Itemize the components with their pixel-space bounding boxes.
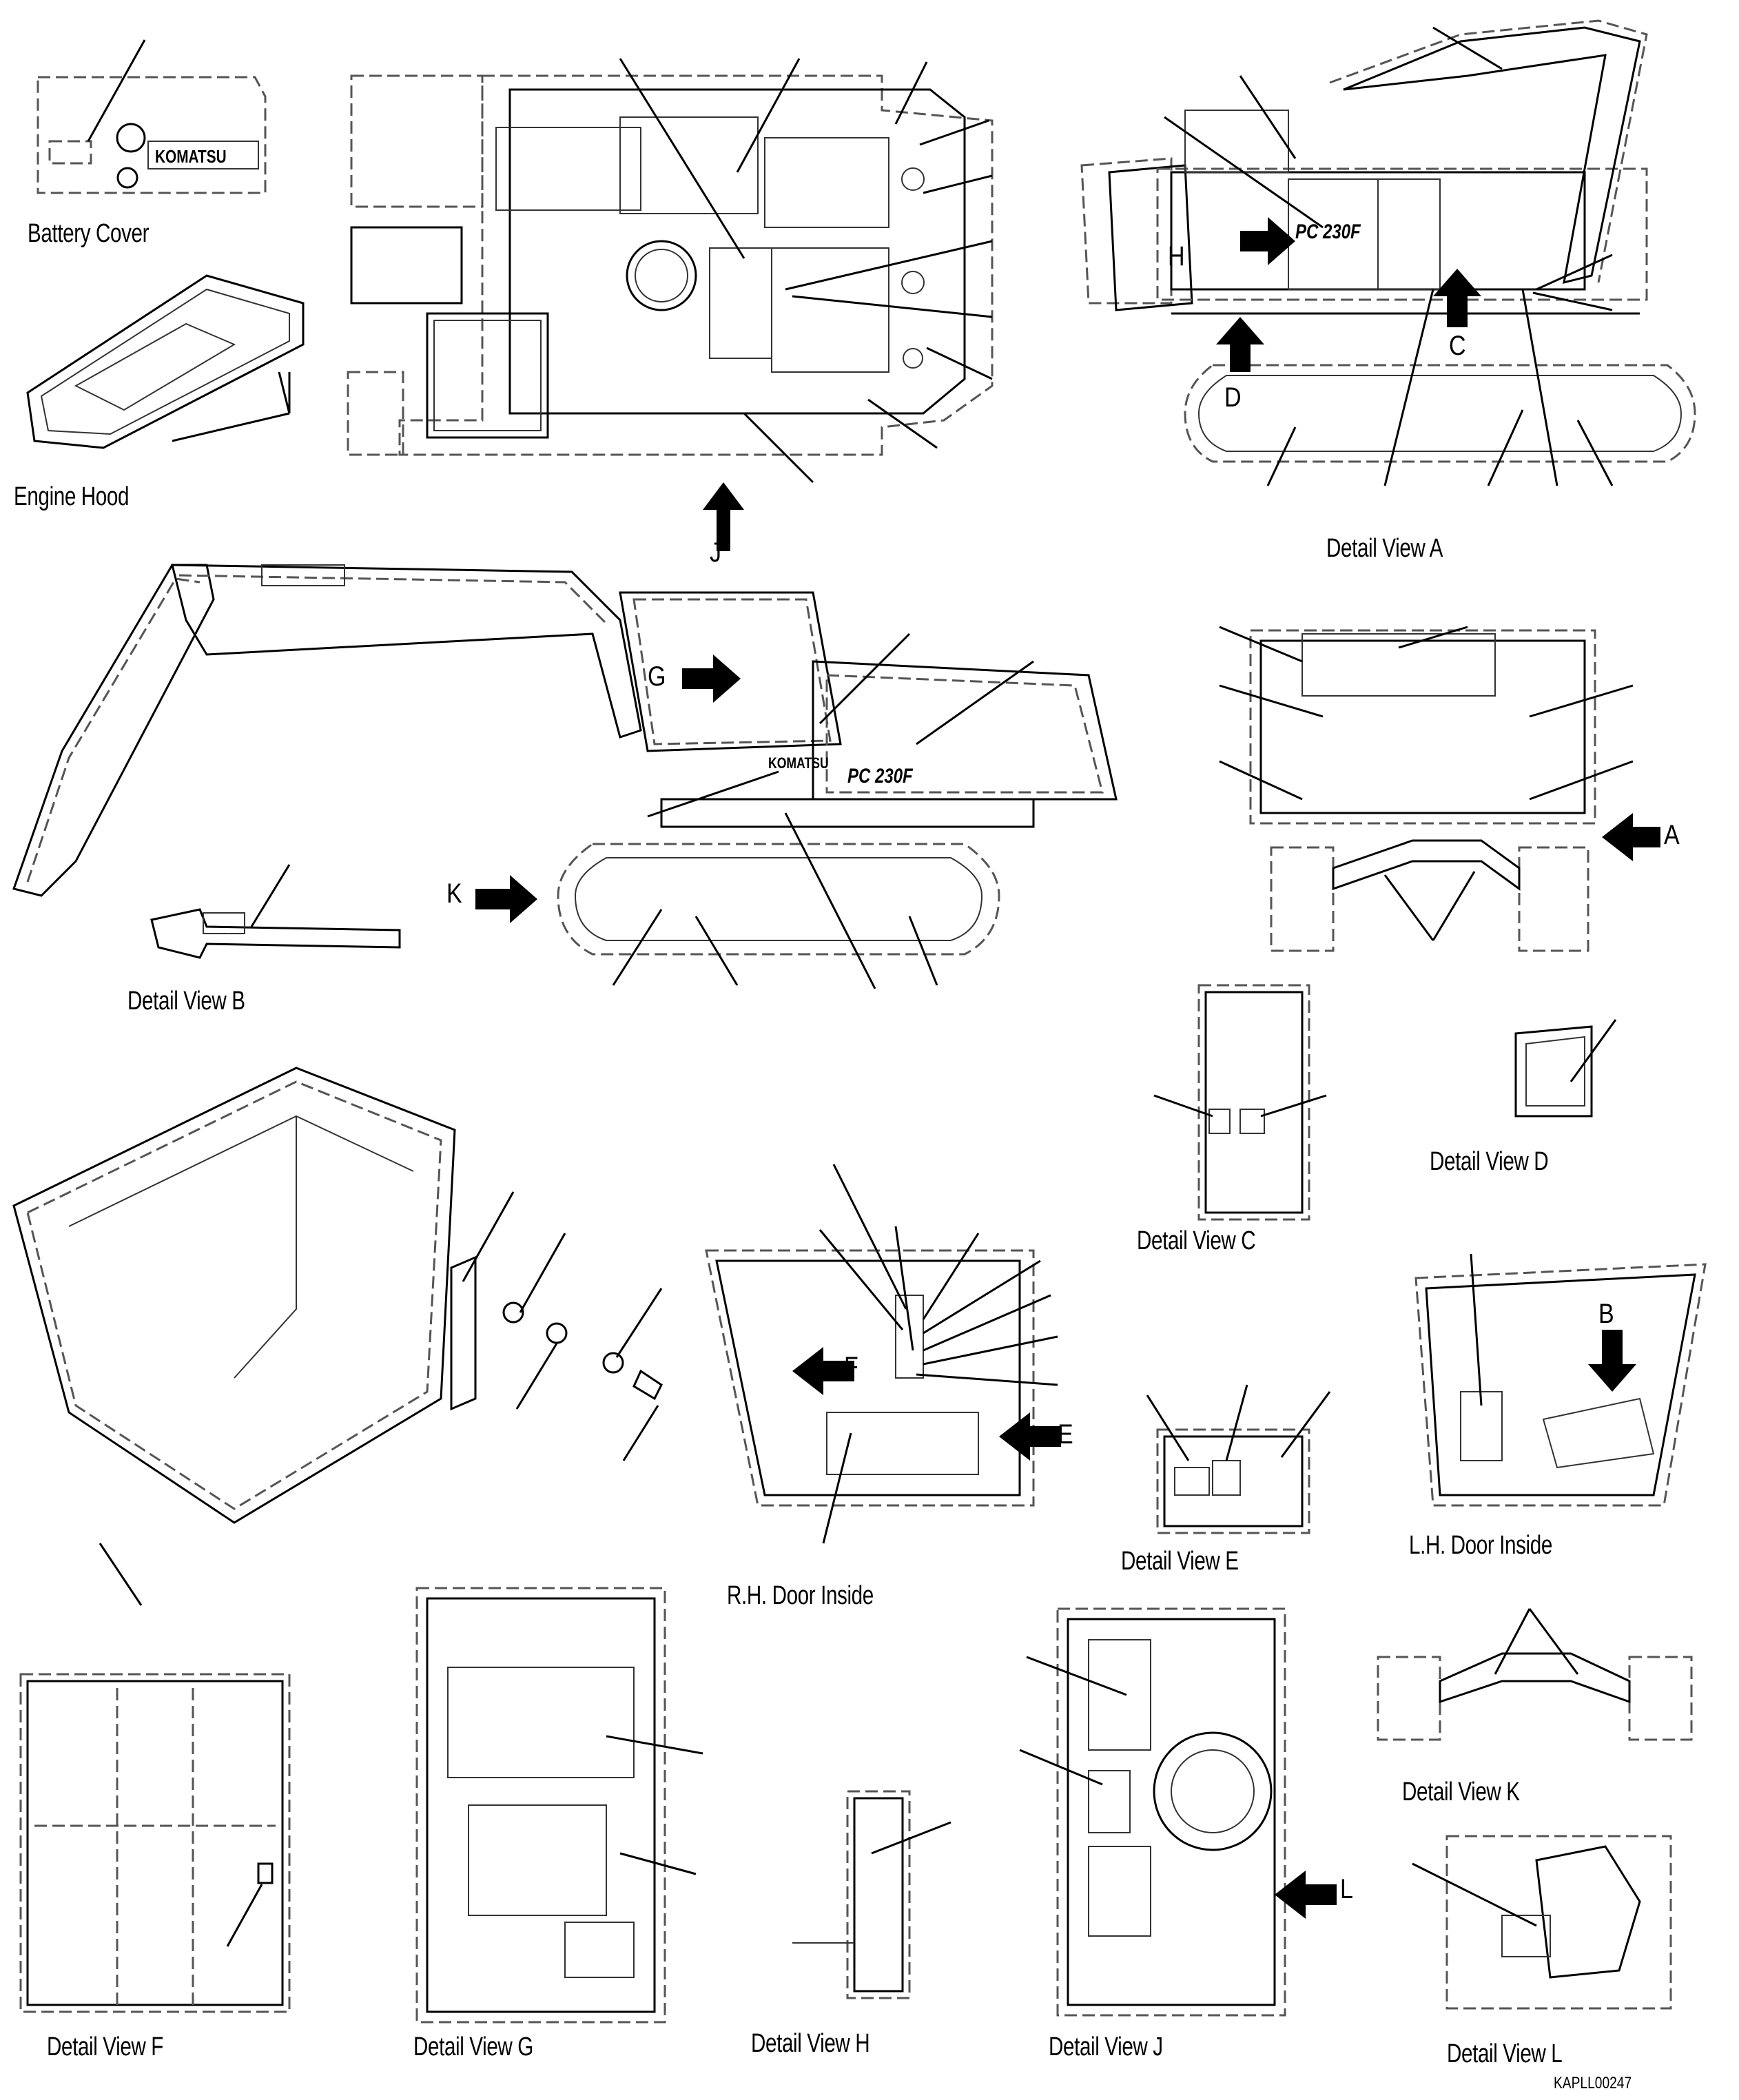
machine-side-view-drawing xyxy=(12,564,1118,989)
front-view-drawing xyxy=(1219,626,1660,952)
top-plan-view-drawing xyxy=(347,58,994,551)
view-letter-g: G xyxy=(648,661,666,692)
battery-cover-drawing xyxy=(37,39,267,194)
view-letter-a: A xyxy=(1664,820,1680,850)
drawing-code: KAPLL00247 xyxy=(1554,2074,1632,2092)
detail-b-drawing xyxy=(150,864,401,959)
engine-hood-caption: Engine Hood xyxy=(14,482,130,511)
detail-f-drawing xyxy=(19,1673,291,2013)
model-marking-machine: PC 230F xyxy=(847,765,913,788)
detail-e-drawing xyxy=(1146,1384,1331,1534)
detail-view-a-caption: Detail View A xyxy=(1326,534,1443,563)
detail-view-j-caption: Detail View J xyxy=(1049,2032,1163,2061)
lh-door-inside-caption: L.H. Door Inside xyxy=(1409,1531,1552,1560)
view-letter-h: H xyxy=(1168,241,1185,271)
detail-d-drawing xyxy=(1514,1019,1617,1118)
detail-view-l-caption: Detail View L xyxy=(1447,2039,1563,2068)
battery-cover-caption: Battery Cover xyxy=(28,219,150,248)
lh-door-inside-drawing xyxy=(1414,1253,1707,1507)
rh-door-inside-caption: R.H. Door Inside xyxy=(727,1581,874,1610)
view-letter-d: D xyxy=(1224,382,1242,413)
detail-view-f-caption: Detail View F xyxy=(47,2032,164,2061)
rh-door-inside-drawing xyxy=(705,1164,1061,1544)
detail-g-drawing xyxy=(415,1587,703,2024)
detail-view-k-caption: Detail View K xyxy=(1402,1778,1520,1806)
detail-j-drawing xyxy=(1019,1607,1337,2017)
detail-view-e-caption: Detail View E xyxy=(1121,1547,1239,1576)
view-letter-c: C xyxy=(1449,331,1466,361)
detail-a-drawing xyxy=(1080,19,1696,486)
view-letter-j: J xyxy=(710,537,721,568)
detail-l-drawing xyxy=(1412,1835,1672,2010)
detail-c-drawing xyxy=(1153,984,1327,1221)
view-letter-e: E xyxy=(1058,1419,1073,1450)
engine-hood-drawing xyxy=(26,274,305,449)
detail-view-h-caption: Detail View H xyxy=(751,2029,870,2058)
view-letter-l: L xyxy=(1340,1874,1353,1904)
view-letter-f: F xyxy=(844,1352,858,1382)
model-marking-detail-a: PC 230F xyxy=(1295,220,1361,243)
view-letter-k: K xyxy=(446,878,462,909)
detail-view-d-caption: Detail View D xyxy=(1430,1147,1549,1176)
brand-marking-machine: KOMATSU xyxy=(768,754,829,772)
detail-view-b-caption: Detail View B xyxy=(127,987,245,1016)
detail-view-g-caption: Detail View G xyxy=(413,2032,533,2061)
detail-h-drawing xyxy=(792,1790,951,1999)
detail-view-c-caption: Detail View C xyxy=(1137,1226,1256,1255)
detail-k-drawing xyxy=(1377,1608,1693,1741)
view-letter-b: B xyxy=(1598,1299,1614,1329)
cab-exploded-drawing xyxy=(12,1067,663,1606)
brand-marking-battery-cover: KOMATSU xyxy=(155,146,227,167)
